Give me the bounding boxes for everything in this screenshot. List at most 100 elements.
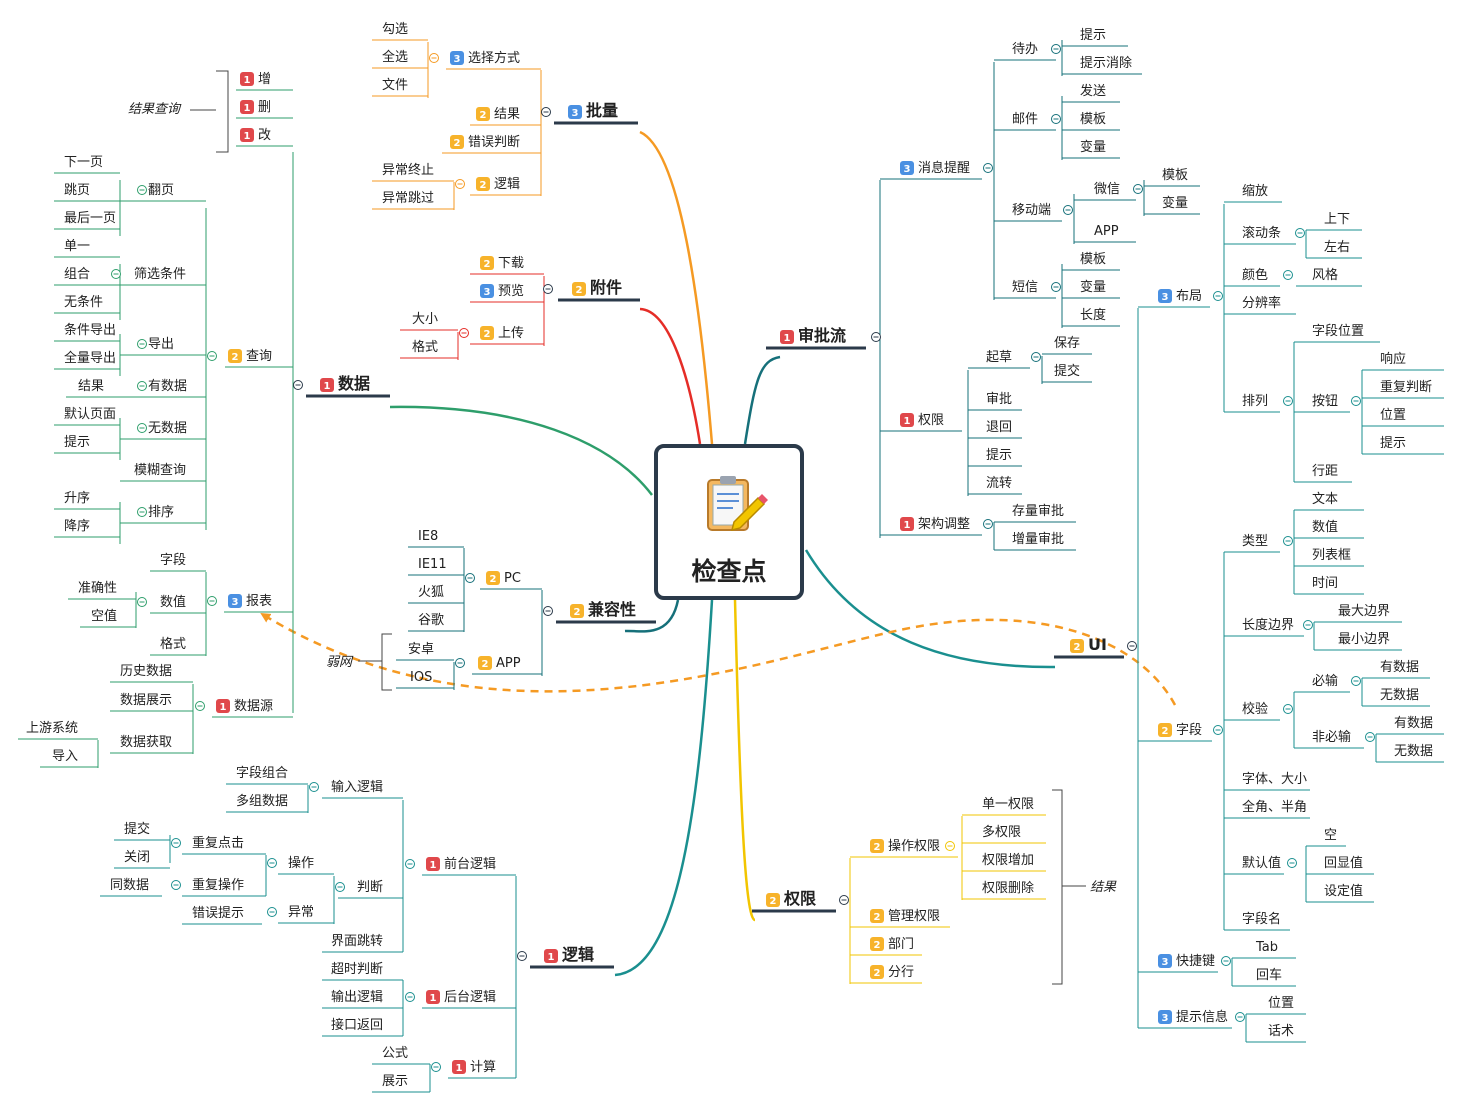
leaf[interactable]: 安卓 [396, 642, 454, 661]
node-optional[interactable]: 非必输 [1294, 729, 1375, 749]
collapse-toggle[interactable] [335, 882, 345, 892]
leaf[interactable]: 异常跳过 [372, 191, 454, 210]
leaf[interactable]: 审批 [968, 392, 1022, 411]
node-has_data[interactable]: 有数据 [120, 379, 206, 398]
leaf[interactable]: 上下 [1306, 212, 1362, 231]
leaf[interactable]: 全量导出 [54, 350, 120, 370]
leaf[interactable]: 模板 [1144, 168, 1200, 187]
collapse-toggle[interactable] [293, 380, 303, 390]
leaf[interactable]: 上游系统 [18, 721, 98, 740]
node-page[interactable]: 翻页 [120, 183, 206, 202]
collapse-toggle[interactable] [983, 163, 993, 173]
leaf[interactable]: 格式 [400, 339, 458, 359]
collapse-toggle[interactable] [1365, 732, 1375, 742]
collapse-toggle[interactable] [839, 895, 849, 905]
collapse-toggle[interactable] [455, 179, 465, 189]
collapse-toggle[interactable] [207, 351, 217, 361]
leaf[interactable]: 缩放 [1224, 183, 1282, 203]
leaf[interactable]: 超时判断 [322, 962, 403, 981]
node-mail[interactable]: 邮件 [994, 112, 1061, 131]
collapse-toggle[interactable] [1351, 396, 1361, 406]
node-judge[interactable]: 判断 [335, 880, 404, 899]
collapse-toggle[interactable] [431, 1062, 441, 1072]
leaf[interactable]: 提示 [1362, 435, 1444, 455]
node-check[interactable]: 校验 [1224, 701, 1293, 721]
leaf[interactable]: 发送 [1062, 83, 1120, 103]
leaf[interactable]: APP [1074, 224, 1136, 243]
collapse-toggle[interactable] [137, 339, 147, 349]
collapse-toggle[interactable] [1213, 291, 1223, 301]
leaf[interactable]: 提交 [1042, 363, 1092, 383]
leaf[interactable]: 文件 [372, 78, 428, 97]
collapse-toggle[interactable] [465, 573, 475, 583]
leaf[interactable]: 字体、大小 [1224, 772, 1310, 791]
node-repeat-click[interactable]: 重复点击 [171, 835, 267, 855]
leaf[interactable]: 默认页面 [54, 406, 120, 426]
leaf[interactable]: 字段组合 [226, 766, 308, 785]
leaf[interactable]: 异常终止 [372, 162, 454, 182]
leaf[interactable]: IE11 [408, 557, 464, 576]
leaf[interactable]: 风格 [1296, 267, 1362, 287]
leaf[interactable]: 界面跳转 [322, 934, 403, 953]
leaf[interactable]: 组合 [54, 267, 120, 286]
leaf[interactable]: 权限删除 [962, 880, 1046, 900]
collapse-toggle[interactable] [871, 332, 881, 342]
collapse-toggle[interactable] [517, 951, 527, 961]
leaf[interactable]: 升序 [54, 491, 120, 510]
leaf[interactable]: 大小 [400, 312, 458, 331]
annotation-result[interactable]: 结果 [1090, 880, 1117, 895]
leaf[interactable]: 历史数据 [110, 664, 193, 683]
node-export[interactable]: 导出 [120, 337, 206, 356]
collapse-toggle[interactable] [137, 381, 147, 391]
collapse-toggle[interactable] [541, 107, 551, 117]
node-default[interactable]: 默认值 [1224, 855, 1297, 875]
node-mobile[interactable]: 移动端 [994, 203, 1073, 222]
node-button[interactable]: 按钮 [1294, 394, 1361, 413]
leaf[interactable]: 回显值 [1306, 855, 1374, 875]
leaf[interactable]: 位置 [1362, 408, 1444, 427]
node-exception[interactable]: 异常 [267, 905, 335, 924]
collapse-toggle[interactable] [1283, 704, 1293, 714]
leaf[interactable]: 空 [1306, 828, 1346, 847]
collapse-toggle[interactable] [543, 284, 553, 294]
node-filter[interactable]: 筛选条件 [111, 266, 207, 286]
leaf[interactable]: 输出逻辑 [322, 989, 403, 1009]
collapse-toggle[interactable] [405, 859, 415, 869]
collapse-toggle[interactable] [1213, 725, 1223, 735]
leaf[interactable]: 设定值 [1306, 883, 1374, 903]
collapse-toggle[interactable] [1031, 352, 1041, 362]
leaf[interactable]: 谷歌 [408, 613, 464, 632]
collapse-toggle[interactable] [309, 782, 319, 792]
node-required[interactable]: 必输 [1294, 673, 1361, 693]
node-type[interactable]: 类型 [1224, 534, 1293, 553]
collapse-toggle[interactable] [1051, 44, 1061, 54]
leaf[interactable]: 权限增加 [962, 852, 1046, 872]
collapse-toggle[interactable] [455, 658, 465, 668]
leaf[interactable]: 列表框 [1294, 548, 1364, 567]
leaf[interactable]: 多权限 [962, 824, 1046, 844]
leaf[interactable]: 数值 [1294, 519, 1364, 539]
leaf[interactable]: 字段 [150, 553, 206, 572]
leaf[interactable]: 多组数据 [226, 793, 308, 813]
leaf[interactable]: 长度 [1062, 307, 1120, 327]
leaf[interactable]: 模板 [1062, 112, 1120, 131]
leaf[interactable]: 话术 [1246, 1024, 1306, 1043]
collapse-toggle[interactable] [1303, 620, 1313, 630]
